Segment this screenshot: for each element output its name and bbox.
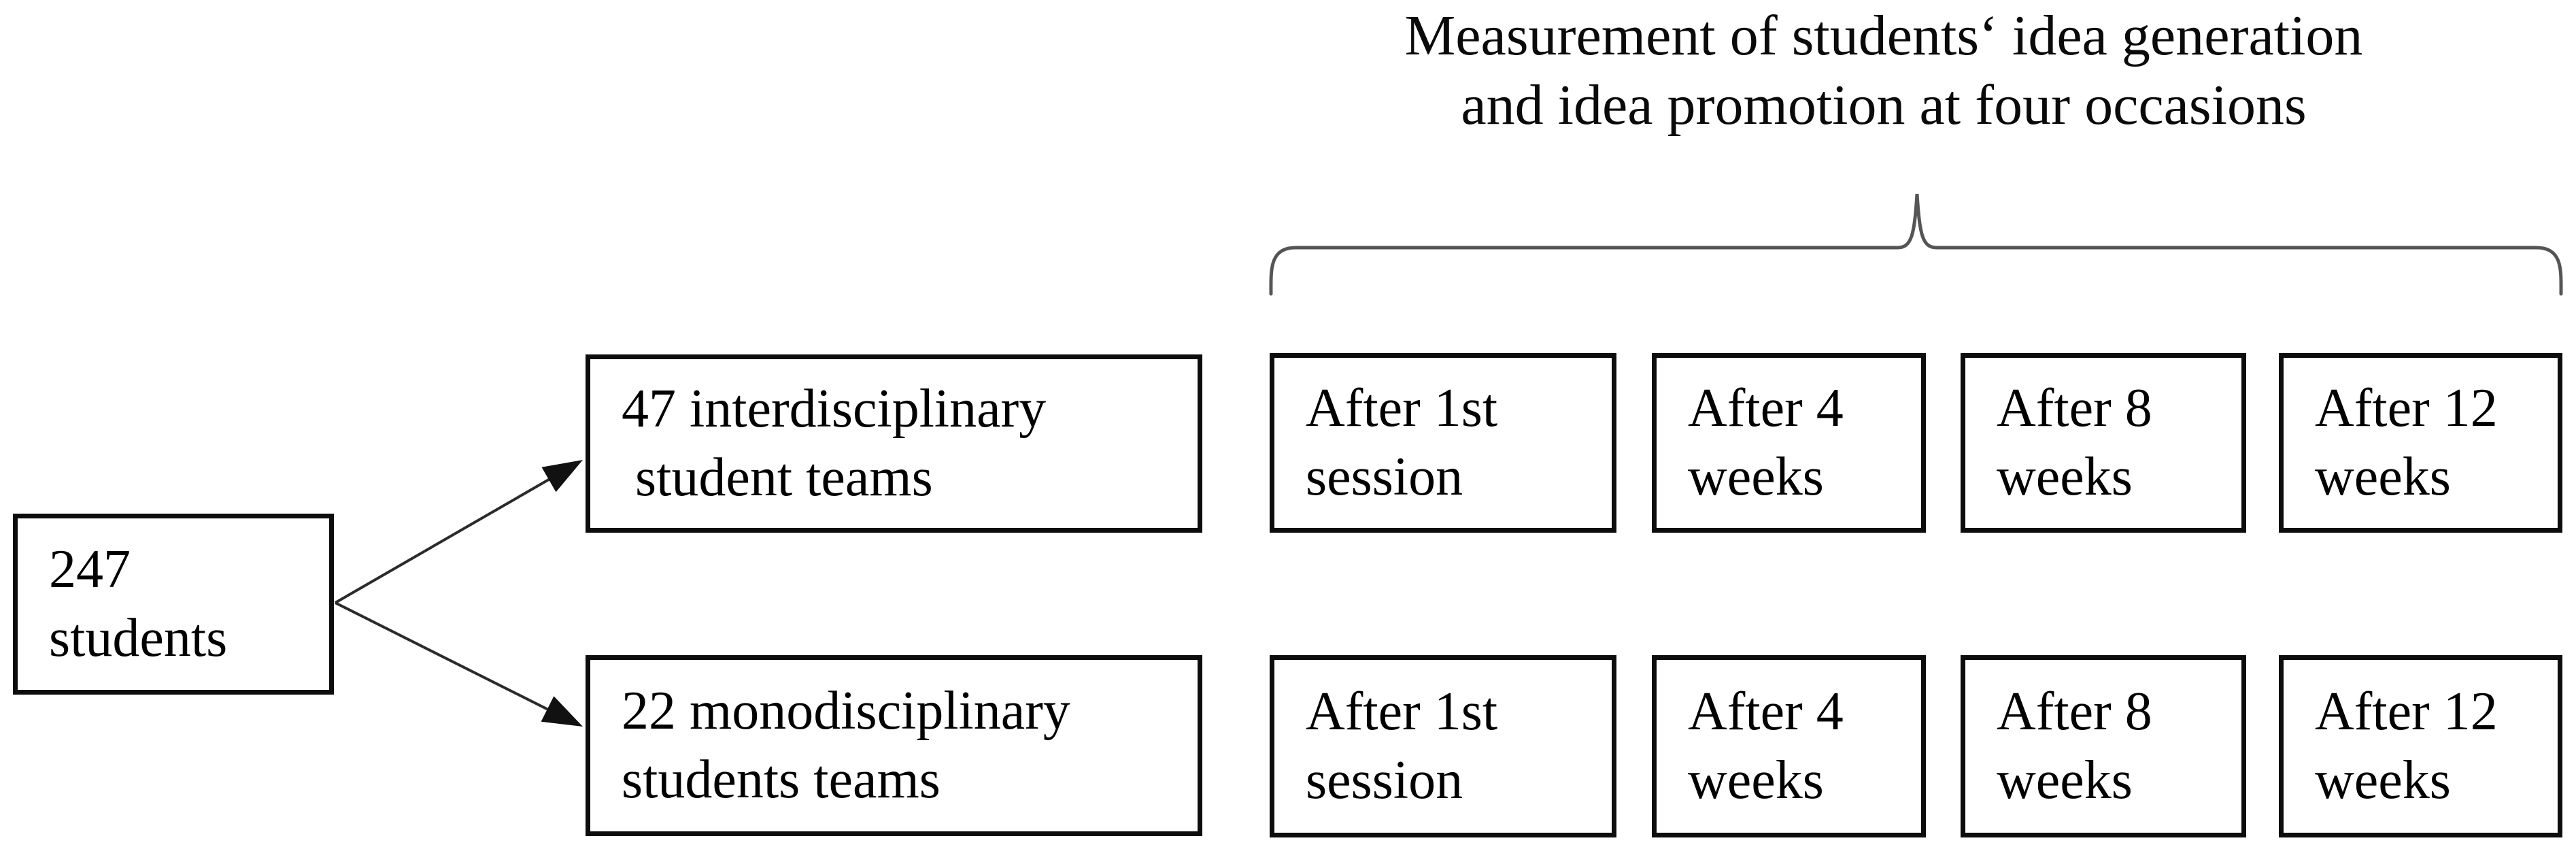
measurement-label: After 1st [1306,378,1498,438]
measurement-label: session [1306,750,1463,810]
monodisciplinary-teams-box: 22 monodisciplinary students teams [586,655,1202,836]
interdisciplinary-teams-box: 47 interdisciplinary student teams [586,354,1202,533]
measurement-label: weeks [1688,447,1824,507]
arrow-line-to-interdisciplinary [335,476,553,604]
measurement-box-row2-occasion2: After 4 weeks [1652,655,1926,837]
measurement-label: After 12 [2315,682,2498,742]
measurement-box-row2-occasion1: After 1st session [1270,655,1616,837]
measurement-box-row1-occasion3: After 8 weeks [1961,353,2246,533]
measurement-box-row1-occasion2: After 4 weeks [1652,353,1926,533]
measurement-label: After 4 [1688,682,1844,742]
arrow-line-to-monodisciplinary [335,601,552,712]
measurement-box-row2-occasion4: After 12 weeks [2279,655,2562,837]
population-box: 247 students [13,514,334,695]
group-2-line-2: students teams [622,750,940,810]
measurement-label: weeks [1997,447,2133,507]
diagram-title: Measurement of students‘ idea generation… [1221,1,2547,140]
measurement-label: weeks [1997,750,2133,810]
population-label: students [49,608,228,668]
arrowhead-to-monodisciplinary [541,696,583,727]
measurement-box-row1-occasion1: After 1st session [1270,353,1616,533]
measurement-label: After 8 [1997,378,2152,438]
measurement-box-row2-occasion3: After 8 weeks [1961,655,2246,837]
measurement-box-row1-occasion4: After 12 weeks [2279,353,2562,533]
group-1-line-2: student teams [622,448,933,508]
title-line-2: and idea promotion at four occasions [1461,73,2307,137]
measurement-label: After 12 [2315,378,2498,438]
measurement-label: weeks [2315,447,2451,507]
population-count: 247 [49,539,131,599]
measurement-label: weeks [1688,750,1824,810]
measurement-label: session [1306,447,1463,507]
measurement-label: After 1st [1306,682,1498,742]
title-line-1: Measurement of students‘ idea generation [1404,4,2363,67]
group-2-line-1: 22 monodisciplinary [622,681,1070,741]
measurement-label: After 8 [1997,682,2152,742]
measurement-label: After 4 [1688,378,1844,438]
measurement-label: weeks [2315,750,2451,810]
group-1-line-1: 47 interdisciplinary [622,379,1047,439]
arrowhead-to-interdisciplinary [541,460,583,493]
curly-brace [1269,193,2563,296]
